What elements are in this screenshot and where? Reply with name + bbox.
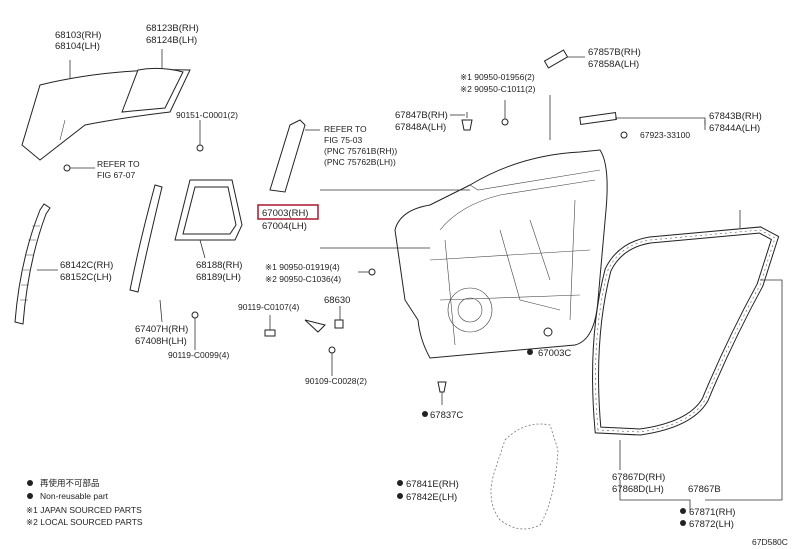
label-67867: 67867D(RH): [612, 472, 665, 483]
label-refer2b: FIG 75-03: [324, 135, 363, 145]
label-67857: 67857B(RH): [588, 47, 641, 58]
label-67841: 67841E(RH): [406, 479, 459, 490]
rear-door-panel: [320, 149, 608, 359]
service-hole-cover: [490, 423, 559, 530]
legend: 再使用不可部品 Non-reusable part ※1 JAPAN SOURC…: [26, 478, 143, 527]
legend-line-1: 再使用不可部品: [40, 478, 100, 488]
label-67407: 67407H(RH): [135, 324, 188, 335]
label-67003rh: 67003(RH): [262, 208, 308, 219]
label-68123: 68123B(RH): [146, 23, 199, 34]
label-67842: 67842E(LH): [406, 492, 457, 503]
label-67844: 67844A(LH): [709, 123, 760, 134]
label-68152: 68152C(LH): [60, 272, 112, 283]
label-68104: 68104(LH): [55, 41, 100, 52]
legend-line-2: Non-reusable part: [40, 491, 109, 501]
fasteners: [63, 100, 553, 405]
label-67923: 67923-33100: [640, 130, 690, 140]
label-67871: 67871(RH): [689, 507, 735, 518]
label-67837: 67837C: [430, 410, 463, 421]
label-68124: 68124B(LH): [146, 35, 197, 46]
label-refer2a: REFER TO: [324, 124, 367, 134]
label-pnc1: (PNC 75761B(RH)): [324, 146, 397, 156]
label-90151: 90151-C0001(2): [176, 110, 238, 120]
label-68142: 68142C(RH): [60, 260, 113, 271]
division-bar: [129, 184, 163, 323]
label-90950b: ※2 90950-C1036(4): [265, 274, 341, 284]
label-90950c: ※1 90950-01956(2): [460, 72, 535, 82]
label-90119a: 90119-C0107(4): [238, 302, 299, 312]
label-refer1a: REFER TO: [97, 159, 140, 169]
label-67848: 67848A(LH): [395, 122, 446, 133]
label-67408: 67408H(LH): [135, 336, 187, 347]
upper-clip: [543, 49, 585, 69]
label-67004lh: 67004(LH): [262, 221, 307, 232]
label-67872: 67872(LH): [689, 519, 734, 530]
label-refer1b: FIG 67-07: [97, 170, 136, 180]
label-67867b: 67867B: [688, 484, 721, 495]
label-67858: 67858A(LH): [588, 59, 639, 70]
part-labels: 68103(RH) 68104(LH) 68123B(RH) 68124B(LH…: [55, 23, 762, 530]
door-weatherstrip: [592, 210, 783, 501]
label-68189: 68189(LH): [196, 272, 241, 283]
legend-line-3: ※1 JAPAN SOURCED PARTS: [26, 505, 142, 515]
belt-bracket: [579, 111, 706, 139]
highlight-box: [257, 204, 319, 220]
label-67847: 67847B(RH): [395, 110, 448, 121]
legend-line-4: ※2 LOCAL SOURCED PARTS: [26, 517, 143, 527]
glass-run-strip: [14, 203, 58, 325]
sash-cover: [269, 119, 320, 193]
label-67868: 67868D(LH): [612, 484, 664, 495]
label-pnc2: (PNC 75762B(LH)): [324, 157, 396, 167]
leader-lines: [450, 95, 706, 510]
label-90109: 90109-C0028(2): [305, 376, 367, 386]
label-90950a: ※1 90950-01919(4): [265, 262, 340, 272]
label-90119b: 90119-C0099(4): [168, 350, 229, 360]
label-68103: 68103(RH): [55, 30, 101, 41]
label-67843: 67843B(RH): [709, 111, 762, 122]
label-68630: 68630: [324, 295, 350, 306]
label-67003c: 67003C: [538, 348, 571, 359]
quarter-glass: [121, 49, 184, 113]
quarter-window-frame: [174, 179, 243, 259]
figure-id: 67D580C: [752, 537, 788, 547]
label-90950d: ※2 90950-C1011(2): [460, 84, 536, 94]
label-68188: 68188(RH): [196, 260, 242, 271]
